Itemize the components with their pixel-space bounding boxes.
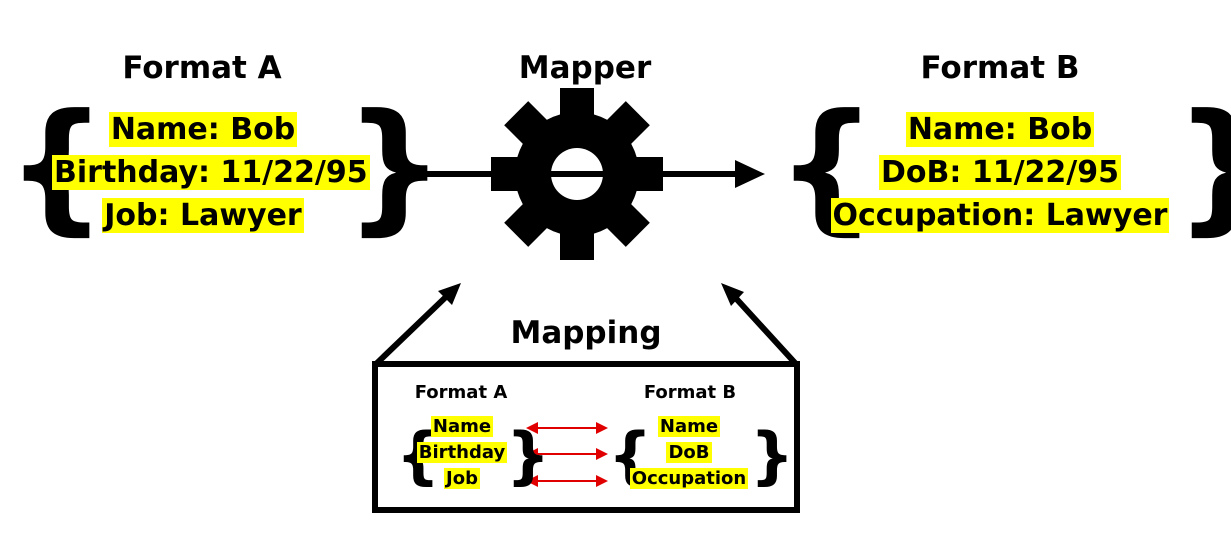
- mapping-box: [372, 361, 800, 513]
- mapping-right-field: Occupation: [629, 468, 749, 489]
- main-flow-arrowhead: [735, 160, 765, 188]
- gear-icon: [491, 88, 663, 260]
- mapping-arrow-left: [373, 290, 453, 367]
- format-b-title: Format B: [920, 50, 1080, 86]
- mapping-left-title: Format A: [414, 382, 508, 403]
- mapper-title: Mapper: [518, 50, 652, 86]
- mapping-right-field: Name: [657, 416, 721, 437]
- format-b-field: Name: Bob: [905, 112, 1095, 147]
- format-a-field: Birthday: 11/22/95: [52, 155, 370, 190]
- mapping-right-title: Format B: [643, 382, 737, 403]
- mapping-left-field: Name: [430, 416, 494, 437]
- format-b-right-brace: }: [1174, 96, 1231, 238]
- mapping-right-close-brace: }: [750, 419, 795, 492]
- mapping-left-field: Birthday: [416, 442, 508, 463]
- format-a-field: Name: Bob: [108, 112, 298, 147]
- mapping-arrow-right: [729, 291, 799, 367]
- mapping-title: Mapping: [510, 315, 662, 351]
- format-b-record: Name: Bob DoB: 11/22/95 Occupation: Lawy…: [830, 112, 1170, 241]
- format-b-field: Occupation: Lawyer: [830, 198, 1170, 233]
- mapping-right-field: DoB: [666, 442, 712, 463]
- mapping-left-close-brace: }: [506, 419, 551, 492]
- mapping-left-field: Job: [444, 468, 480, 489]
- mapping-left-fields: Name Birthday Job: [414, 416, 510, 494]
- format-a-title: Format A: [122, 50, 282, 86]
- mapping-arrow-right-head: [721, 283, 744, 306]
- mapping-right-fields: Name DoB Occupation: [626, 416, 752, 494]
- mapping-arrow-left-head: [438, 283, 461, 305]
- format-a-field: Job: Lawyer: [102, 198, 304, 233]
- format-b-field: DoB: 11/22/95: [879, 155, 1121, 190]
- format-a-record: Name: Bob Birthday: 11/22/95 Job: Lawyer: [52, 112, 370, 241]
